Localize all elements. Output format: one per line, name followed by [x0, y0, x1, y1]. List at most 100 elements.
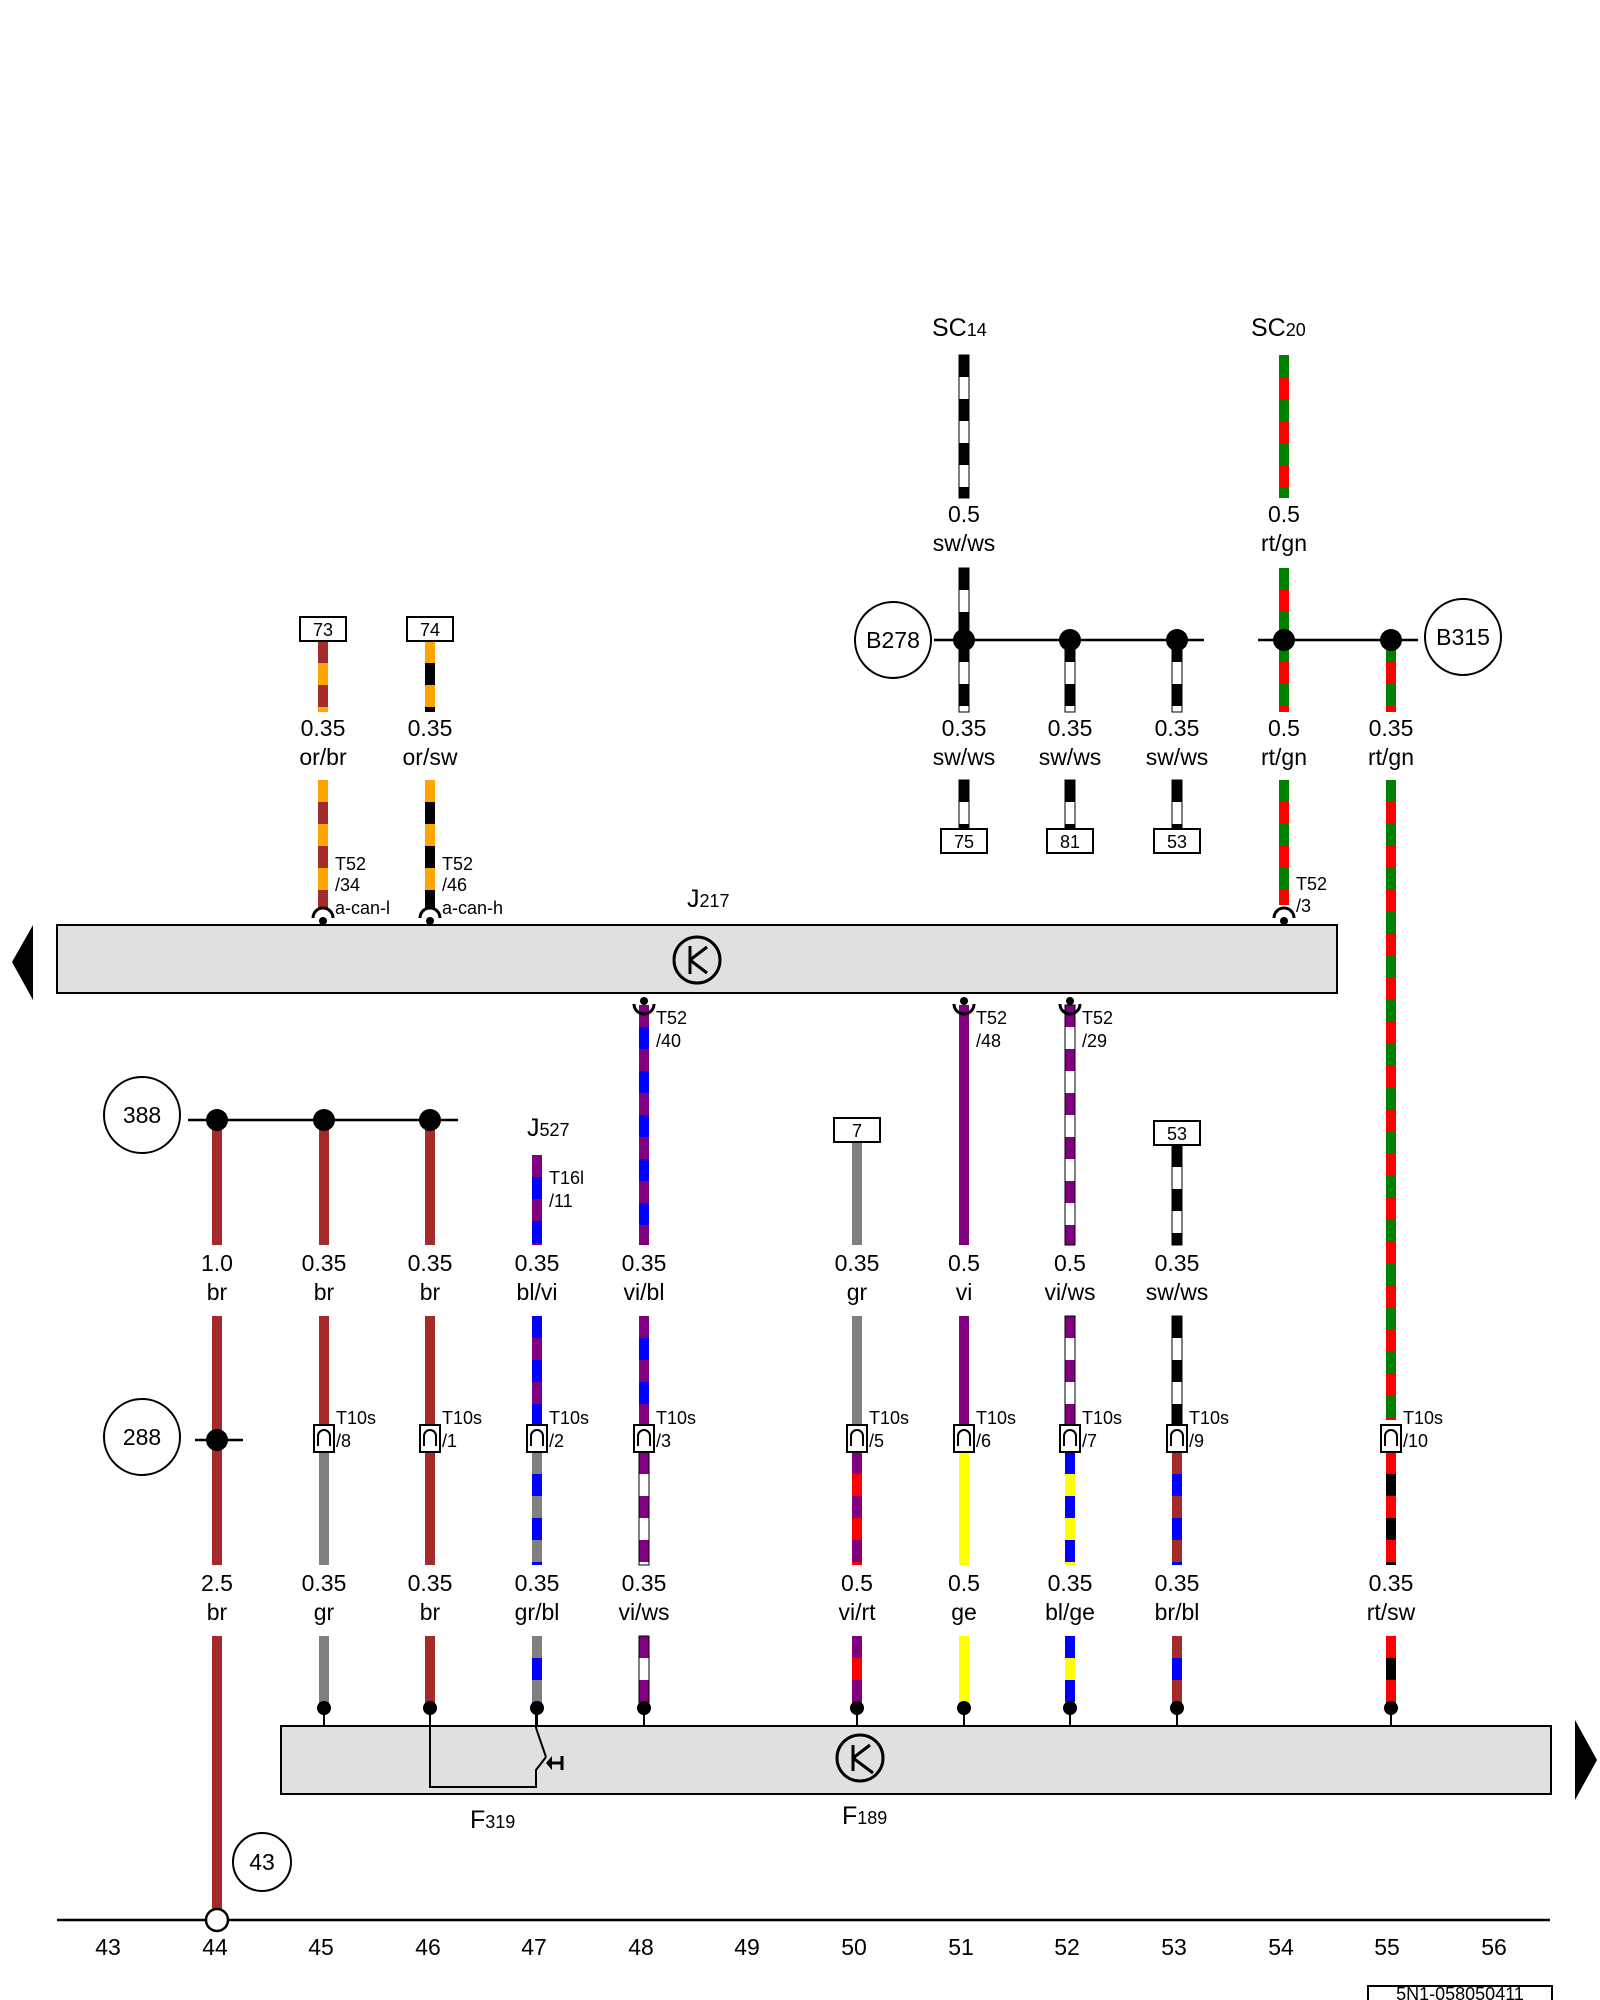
svg-text:0.5: 0.5	[1268, 501, 1300, 527]
svg-text:/10: /10	[1403, 1431, 1428, 1451]
svg-text:T52: T52	[1296, 874, 1327, 894]
grid-number: 52	[1054, 1934, 1080, 1960]
circle-388: 388	[103, 1076, 181, 1154]
svg-text:br: br	[207, 1279, 228, 1305]
grid-number: 54	[1268, 1934, 1294, 1960]
wire-m45	[319, 1316, 329, 1425]
svg-text:sw/ws: sw/ws	[933, 744, 996, 770]
svg-text:br: br	[314, 1279, 335, 1305]
svg-text:T10s: T10s	[976, 1408, 1016, 1428]
wire-b51	[959, 1636, 969, 1708]
wire-u44	[212, 1120, 222, 1245]
wire-label-75: 0.35 sw/ws	[933, 715, 996, 770]
svg-text:B278: B278	[866, 627, 920, 653]
svg-text:/46: /46	[442, 875, 467, 895]
connector-arc	[1384, 1429, 1398, 1446]
wire-label-u52: 0.5vi/ws	[1044, 1250, 1095, 1305]
wire-b44	[212, 1636, 222, 1914]
wire-label-l44: 2.5br	[201, 1570, 233, 1625]
grid-number: 48	[628, 1934, 654, 1960]
grid-number: 43	[95, 1934, 121, 1960]
svg-text:T10s: T10s	[1082, 1408, 1122, 1428]
doc-code: 5N1-058050411	[1367, 1984, 1553, 2000]
selector-lever-unit	[280, 1725, 1552, 1795]
svg-text:sw/ws: sw/ws	[1039, 744, 1102, 770]
grid-number: 56	[1481, 1934, 1507, 1960]
wire-m53	[1171, 1315, 1183, 1426]
wire-label-55: 0.35 rt/gn	[1368, 715, 1414, 770]
connector-hook-icon	[1272, 906, 1296, 919]
svg-text:T10s: T10s	[336, 1408, 376, 1428]
junction-dots	[204, 629, 1402, 1933]
svg-text:T52: T52	[1082, 1008, 1113, 1028]
pin-dot	[1170, 1701, 1184, 1715]
svg-text:/9: /9	[1189, 1431, 1204, 1451]
svg-text:0.35: 0.35	[1155, 715, 1200, 741]
svg-text:or/br: or/br	[299, 744, 347, 770]
right-continuation-arrow	[1575, 1720, 1597, 1800]
wire-b55	[1386, 1636, 1396, 1708]
svg-text:0.35: 0.35	[622, 1570, 667, 1596]
label-sc14: SC14	[932, 314, 987, 342]
wire-75-bot	[958, 779, 970, 830]
svg-text:T10s: T10s	[1403, 1408, 1443, 1428]
wire-l53	[1172, 1452, 1182, 1565]
wire-54-bot	[1279, 780, 1289, 905]
wire-b52	[1065, 1636, 1075, 1708]
svg-text:81: 81	[1060, 832, 1080, 852]
wire-b48	[638, 1635, 650, 1709]
grid-number: 46	[415, 1934, 441, 1960]
pin-label-t10s-3: T10s/3	[656, 1408, 696, 1451]
svg-text:B315: B315	[1436, 624, 1490, 650]
wire-u48	[639, 1005, 649, 1245]
circle-b278: B278	[854, 601, 932, 679]
wire-b45	[319, 1636, 329, 1708]
pin-dot	[530, 1701, 544, 1715]
connector-arc	[317, 1429, 331, 1446]
svg-text:/40: /40	[656, 1031, 681, 1051]
svg-text:vi/ws: vi/ws	[1044, 1279, 1095, 1305]
pin-dot	[850, 1701, 864, 1715]
svg-text:0.5: 0.5	[841, 1570, 873, 1596]
svg-text:sw/ws: sw/ws	[933, 530, 996, 556]
wire-m50	[852, 1316, 862, 1425]
svg-text:/3: /3	[656, 1431, 671, 1451]
wire-label-u44: 1.0br	[201, 1250, 233, 1305]
svg-text:0.35: 0.35	[1369, 715, 1414, 741]
svg-text:T52: T52	[656, 1008, 687, 1028]
svg-text:vi/ws: vi/ws	[618, 1599, 669, 1625]
svg-text:0.35: 0.35	[515, 1570, 560, 1596]
wire-label-sc20: 0.5rt/gn	[1261, 501, 1307, 556]
svg-text:0.35: 0.35	[1369, 1570, 1414, 1596]
pin-label-t10s-1: T10s/1	[442, 1408, 482, 1451]
wire-m52	[1064, 1315, 1076, 1426]
svg-text:T52: T52	[442, 854, 473, 874]
svg-text:0.5: 0.5	[1268, 715, 1300, 741]
label-j217: J217	[687, 885, 730, 913]
wire-u45	[319, 1120, 329, 1245]
svg-text:0.35: 0.35	[1155, 1250, 1200, 1276]
ref-box-75: 75	[940, 828, 988, 854]
svg-text:T10s: T10s	[1189, 1408, 1229, 1428]
svg-text:vi: vi	[956, 1279, 973, 1305]
grid-numbers: 43 44 45 46 47 48 49 50 51 52 53 54 55 5…	[95, 1934, 1507, 1960]
wire-l48	[638, 1451, 650, 1566]
circle-288: 288	[103, 1398, 181, 1476]
wire-label-sc14: 0.5sw/ws	[933, 501, 996, 556]
grid-number: 55	[1374, 1934, 1400, 1960]
svg-text:388: 388	[123, 1102, 161, 1128]
svg-text:rt/gn: rt/gn	[1368, 744, 1414, 770]
svg-text:br: br	[420, 1599, 441, 1625]
svg-text:0.35: 0.35	[942, 715, 987, 741]
pin-dot	[957, 1701, 971, 1715]
connector-pin-dot	[426, 917, 434, 925]
wire-l50	[852, 1452, 862, 1565]
svg-text:br/bl: br/bl	[1155, 1599, 1200, 1625]
